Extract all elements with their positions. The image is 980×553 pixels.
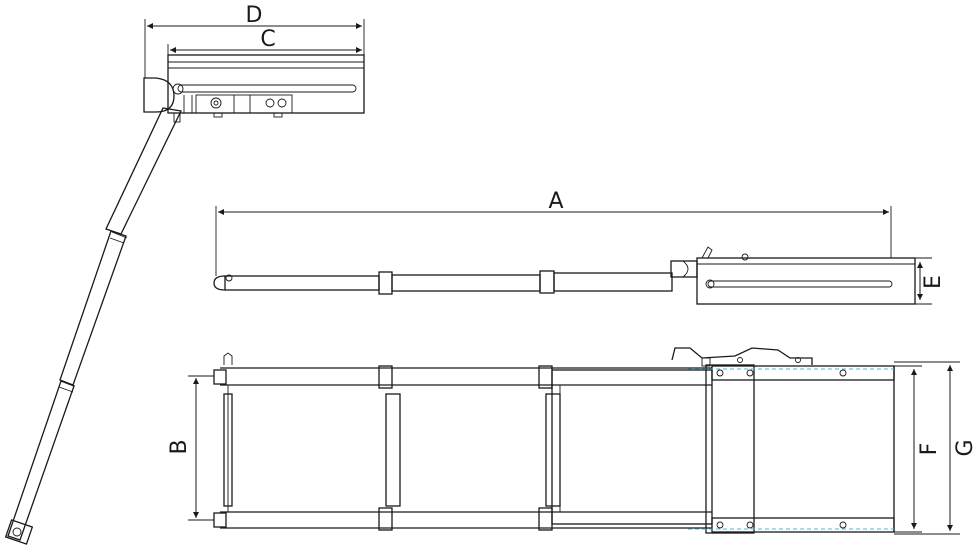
dimension-label-e: E	[921, 275, 946, 289]
dimension-label-a: A	[548, 189, 563, 214]
dimension-label-g: G	[953, 439, 978, 456]
plan-view: B F G	[167, 347, 978, 535]
dimension-label-d: D	[246, 3, 263, 28]
dimension-label-f: F	[917, 443, 942, 456]
dimension-label-b: B	[167, 439, 192, 454]
deployed-side-view: D C	[4, 3, 365, 545]
dimension-label-c: C	[260, 27, 275, 52]
extended-side-view: A E	[213, 189, 946, 305]
